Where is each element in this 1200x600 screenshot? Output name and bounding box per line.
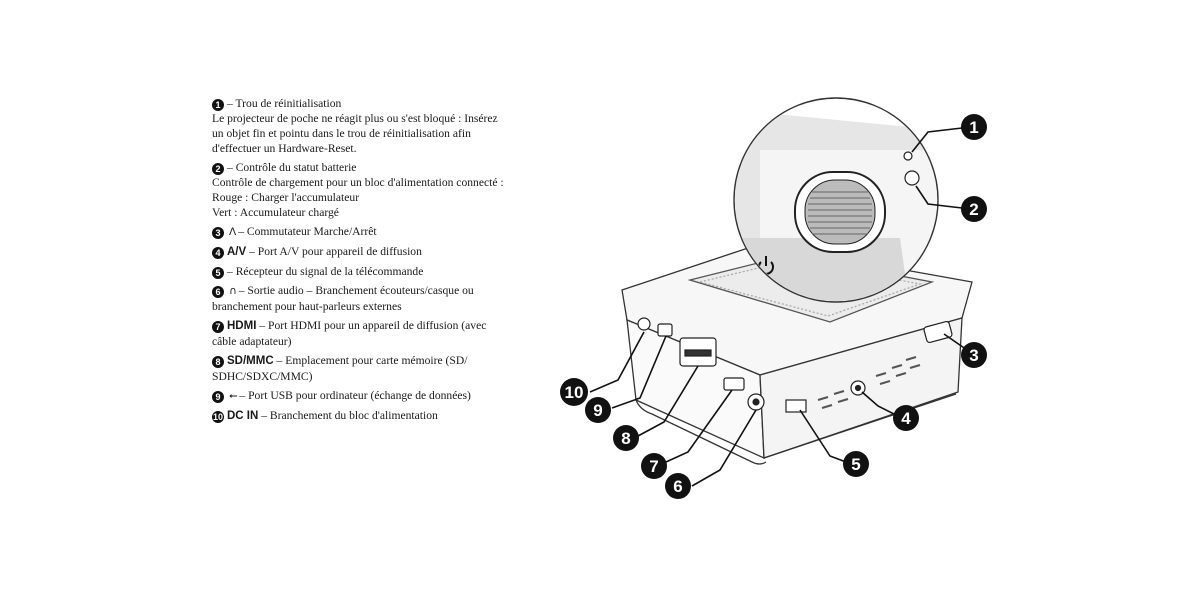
legend-key-10: DC IN: [227, 410, 259, 422]
legend-number-2: 2: [212, 163, 224, 175]
legend-key-4: A/V: [227, 246, 247, 258]
legend-title-9: – Port USB pour ordinateur (échange de d…: [239, 389, 471, 402]
hdmi-port: [723, 377, 745, 391]
legend-title-5: – Récepteur du signal de la télécommande: [227, 265, 424, 278]
legend-number-1: 1: [212, 99, 224, 111]
ports-left: [637, 317, 765, 411]
dc-in-port: [637, 317, 651, 331]
legend-number-10: 10: [212, 411, 224, 423]
legend-number-9: 9: [212, 391, 224, 403]
callout-8: 8: [613, 425, 639, 451]
svg-text:4: 4: [901, 409, 911, 428]
legend-desc-2-green: Vert : Accumulateur chargé: [212, 206, 339, 219]
svg-text:9: 9: [593, 401, 602, 420]
legend-entry-6: 6 ∩– Sortie audio – Branchement écouteurs…: [212, 283, 512, 314]
legend-key-8: SD/MMC: [227, 355, 274, 367]
svg-text:10: 10: [565, 383, 584, 402]
usb-icon: ⭠: [229, 390, 238, 402]
legend-title-7: – Port HDMI pour un appareil de diffusio…: [212, 319, 487, 348]
ports-right: [785, 320, 953, 413]
svg-text:6: 6: [673, 477, 682, 496]
callout-2: 2: [961, 196, 987, 222]
callout-4: 4: [893, 405, 919, 431]
legend-title-6: – Sortie audio – Branchement écouteurs/c…: [212, 284, 474, 313]
callout-7: 7: [641, 453, 667, 479]
legend: 1– Trou de réinitialisation Le projecteu…: [212, 96, 512, 428]
battery-led: [904, 170, 920, 186]
usb-port: [657, 323, 673, 337]
legend-number-4: 4: [212, 247, 224, 259]
reset-hole: [903, 151, 913, 161]
callout-1: 1: [961, 114, 987, 140]
legend-title-1: – Trou de réinitialisation: [227, 97, 342, 110]
callout-9: 9: [585, 397, 611, 423]
legend-title-3: – Commutateur Marche/Arrêt: [238, 225, 377, 238]
svg-text:2: 2: [969, 200, 978, 219]
legend-key-7: HDMI: [227, 320, 257, 332]
callout-6: 6: [665, 473, 691, 499]
svg-text:1: 1: [969, 118, 978, 137]
legend-title-10: – Branchement du bloc d'alimentation: [261, 409, 438, 422]
callout-3: 3: [961, 342, 987, 368]
legend-number-3: 3: [212, 227, 224, 239]
callouts: 1 2 3 4 5 6 7 8 9 10: [560, 114, 987, 499]
power-switch: [923, 320, 953, 344]
legend-desc-1: Le projecteur de poche ne réagit plus ou…: [212, 112, 498, 155]
legend-title-4: – Port A/V pour appareil de diffusion: [249, 245, 422, 258]
headphone-icon: ∩: [229, 285, 237, 297]
svg-text:7: 7: [649, 457, 658, 476]
svg-text:8: 8: [621, 429, 630, 448]
legend-desc-2: Contrôle de chargement pour un bloc d'al…: [212, 176, 504, 189]
callout-10: 10: [560, 378, 588, 406]
callout-5: 5: [843, 451, 869, 477]
legend-entry-2: 2– Contrôle du statut batterie Contrôle …: [212, 160, 512, 220]
legend-entry-1: 1– Trou de réinitialisation Le projecteu…: [212, 96, 512, 156]
leader-lines: [589, 127, 971, 487]
legend-number-6: 6: [212, 286, 224, 298]
legend-title-8: – Emplacement pour carte mémoire (SD/ SD…: [212, 354, 468, 383]
legend-title-2: – Contrôle du statut batterie: [227, 161, 357, 174]
legend-number-7: 7: [212, 321, 224, 333]
svg-text:5: 5: [851, 455, 860, 474]
svg-text:3: 3: [969, 346, 978, 365]
legend-entry-9: 9 ⭠– Port USB pour ordinateur (échange de…: [212, 388, 512, 404]
power-icon: ⴷ: [229, 226, 237, 238]
legend-entry-5: 5– Récepteur du signal de la télécommand…: [212, 264, 512, 279]
ir-receiver: [785, 399, 807, 413]
legend-desc-2-red: Rouge : Charger l'accumulateur: [212, 191, 360, 204]
legend-number-5: 5: [212, 267, 224, 279]
legend-number-8: 8: [212, 356, 224, 368]
